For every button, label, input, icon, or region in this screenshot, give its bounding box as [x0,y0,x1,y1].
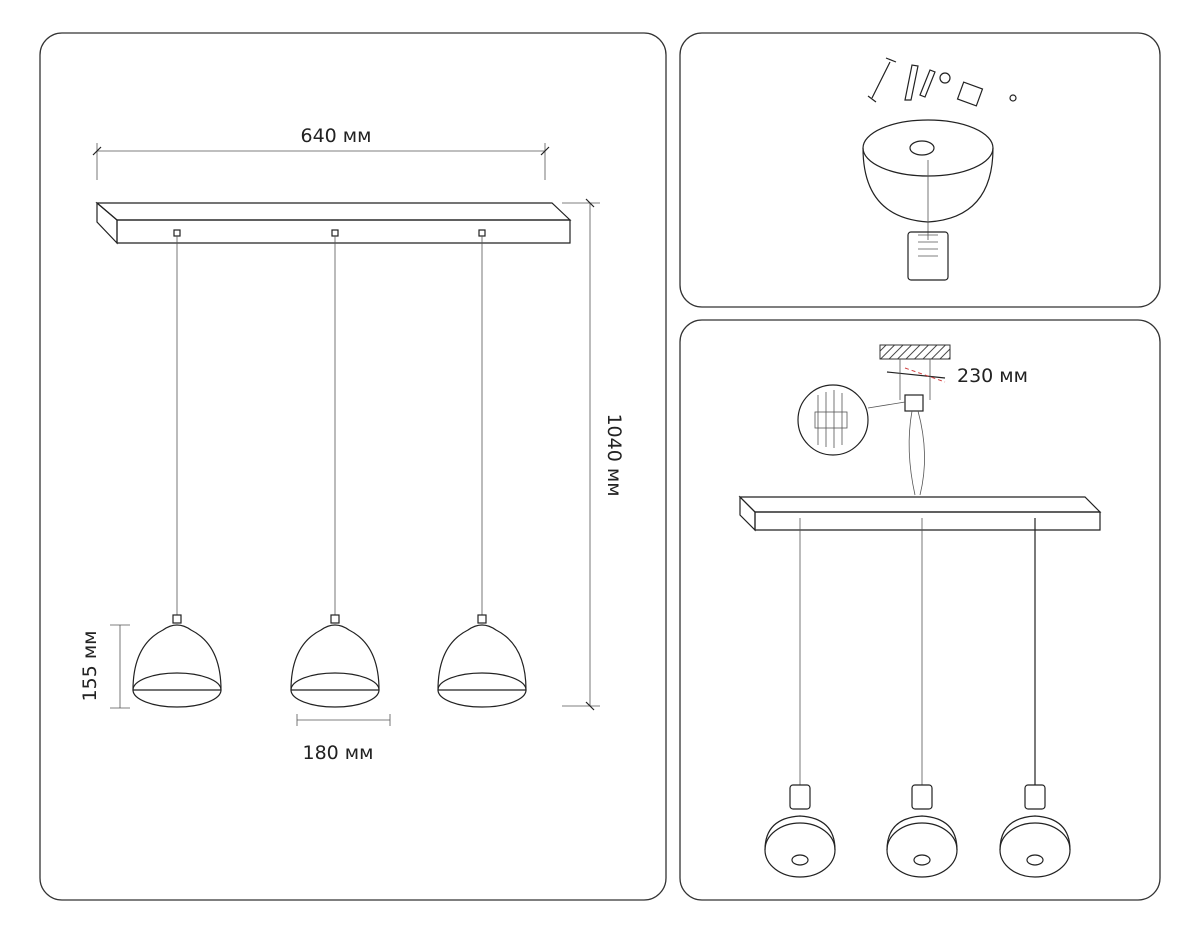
pendant-1 [132,229,222,708]
nut-icon [1009,94,1017,102]
washer-icon [939,72,951,84]
ceiling-mount: 230 мм [867,344,1028,496]
assembly-pendant-3 [999,518,1071,878]
shade-height-label: 155 мм [79,631,101,702]
canopy-bar [95,201,572,245]
parts-panel [679,32,1161,308]
terminal-icon [956,81,984,107]
shade-part [862,119,994,281]
wiring-detail-magnifier [797,384,869,456]
assembly-pendant-2 [886,518,958,878]
height-dimension: 1040 мм [562,198,625,711]
height-label: 1040 мм [603,413,625,496]
anchor-icon [919,69,936,98]
wrench-icon [867,57,897,103]
assembly-panel [679,319,1161,901]
assembly-bar [738,495,1102,532]
shade-height-dimension: 155 мм [79,624,130,709]
dimensions-panel [39,32,667,901]
screw-icon [904,64,919,101]
assembly-pendant-1 [764,518,836,878]
shade-width-label: 180 мм [303,742,374,764]
shade-width-dimension: 180 мм [296,714,391,764]
mount-spacing-label: 230 мм [957,365,1028,387]
width-label: 640 мм [301,125,372,147]
width-dimension: 640 мм [92,125,550,180]
hardware-parts [867,57,1017,107]
pendant-3 [437,229,527,708]
pendant-2 [290,229,380,708]
